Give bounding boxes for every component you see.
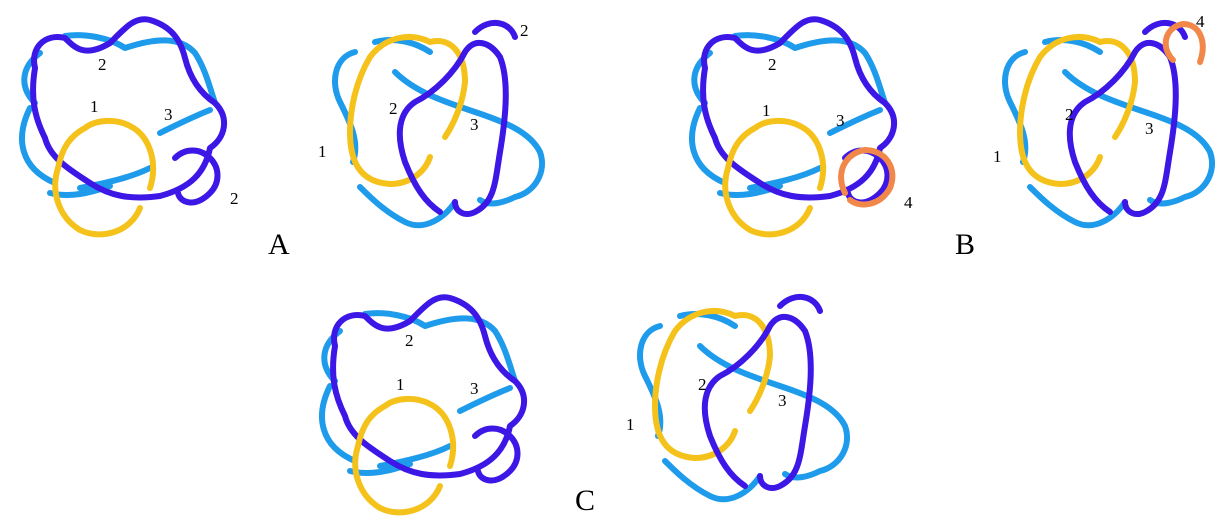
strand-label-2: 2: [389, 99, 398, 118]
strand-label-2-top: 2: [520, 21, 529, 40]
panel-b-right-diagram: 4 2 3 1: [993, 12, 1212, 225]
strand-label-4: 4: [904, 193, 913, 212]
strand-label-3: 3: [778, 391, 787, 410]
strand-label-3: 3: [470, 115, 479, 134]
strand-label-1: 1: [626, 415, 635, 434]
strand-label-1: 1: [993, 147, 1002, 166]
strand-label-2-lower: 2: [230, 189, 239, 208]
panel-a-right-diagram: 2 2 3 1: [318, 21, 542, 225]
strand-label-2: 2: [98, 55, 107, 74]
strand-label-1: 1: [90, 97, 99, 116]
strand-label-3: 3: [164, 105, 173, 124]
strand-label-3: 3: [836, 111, 845, 130]
panel-a-left-diagram: 2 1 3 2: [22, 19, 239, 234]
strand-label-3: 3: [1145, 119, 1154, 138]
strand-label-3: 3: [470, 379, 479, 398]
panel-c-left-diagram: 2 1 3: [322, 297, 524, 512]
panel-b-left-diagram: 2 1 3 4: [692, 19, 913, 234]
panel-c-right-diagram: 2 3 1: [626, 297, 847, 499]
strand-label-1: 1: [396, 375, 405, 394]
strand-4-loop: [1162, 21, 1206, 65]
panel-label-c: C: [575, 484, 595, 517]
strand-label-2: 2: [768, 55, 777, 74]
panel-label-a: A: [268, 228, 290, 261]
strand-label-1: 1: [762, 101, 771, 120]
strand-label-1: 1: [318, 142, 327, 161]
strand-label-2: 2: [1065, 105, 1074, 124]
strand-4-loop: [838, 147, 896, 208]
panel-label-b: B: [955, 228, 975, 261]
strand-label-2: 2: [405, 331, 414, 350]
strand-label-4: 4: [1196, 12, 1205, 31]
strand-label-2: 2: [698, 375, 707, 394]
